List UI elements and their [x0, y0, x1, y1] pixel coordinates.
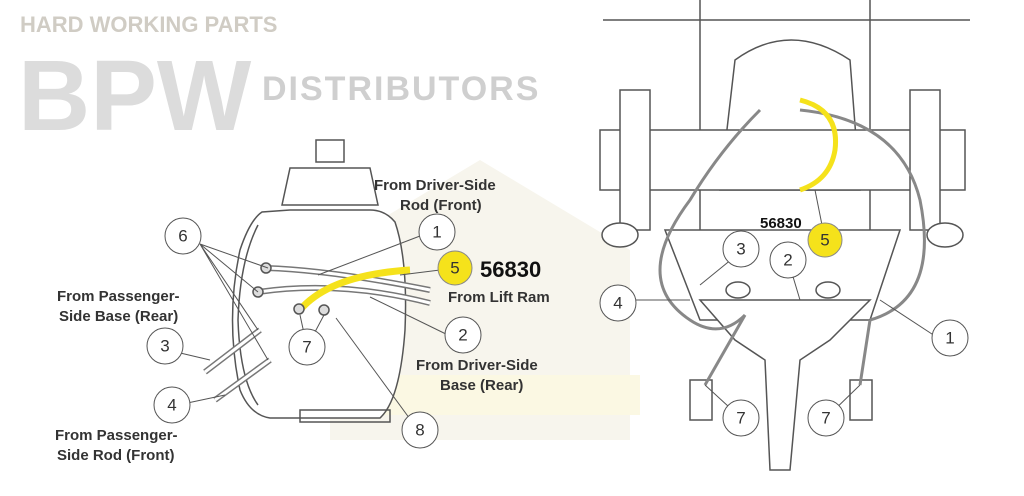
callout-7: 7	[722, 399, 760, 437]
label-driver-base-rear-line2: Base (Rear)	[440, 377, 523, 394]
callout-7-number: 7	[821, 409, 830, 428]
callout-2-number: 2	[458, 326, 467, 345]
left-callouts: 6 1 5 2 3 7 4 8	[146, 213, 482, 449]
callout-3: 3	[722, 230, 760, 268]
part-number-left: 56830	[480, 257, 541, 282]
callout-8: 8	[401, 411, 439, 449]
left-labels: From Driver-Side Rod (Front) 56830 From …	[55, 177, 550, 464]
callout-1: 1	[418, 213, 456, 251]
part-number-right: 56830	[760, 215, 802, 232]
callout-7-number: 7	[302, 338, 311, 357]
callout-4-number: 4	[167, 396, 176, 415]
label-passenger-base-rear-line2: Side Base (Rear)	[59, 308, 178, 325]
callout-8-number: 8	[415, 421, 424, 440]
watermark-house-shape	[330, 160, 630, 440]
watermark-arc-text: HARD WORKING PARTS	[20, 12, 277, 37]
callout-5-number: 5	[820, 231, 829, 250]
callout-4: 4	[153, 386, 191, 424]
callout-7: 7	[288, 328, 326, 366]
callout-7: 7	[807, 399, 845, 437]
callout-2-number: 2	[783, 251, 792, 270]
label-driver-rod-front: From Driver-Side	[374, 177, 496, 194]
callout-2: 2	[769, 241, 807, 279]
callout-1-number: 1	[432, 223, 441, 242]
label-passenger-base-rear: From Passenger-	[57, 288, 180, 305]
highlighted-hose-left	[297, 266, 411, 313]
callout-6: 6	[164, 217, 202, 255]
callout-3-number: 3	[160, 337, 169, 356]
callout-1: 1	[931, 319, 969, 357]
callout-6-number: 6	[178, 227, 187, 246]
callout-3-number: 3	[736, 240, 745, 259]
callout-7-number: 7	[736, 409, 745, 428]
callout-1-number: 1	[945, 329, 954, 348]
watermark-brand: BPW	[18, 40, 252, 152]
pump-assembly	[203, 139, 431, 423]
right-callouts: 56830 5 3 2 4 1 7 7	[599, 215, 969, 437]
callout-4: 4	[599, 284, 637, 322]
label-passenger-rod-front-line2: Side Rod (Front)	[57, 447, 174, 464]
label-driver-rod-front-line2: Rod (Front)	[400, 197, 482, 214]
watermark: HARD WORKING PARTS BPW DISTRIBUTORS	[18, 12, 640, 440]
watermark-sub: DISTRIBUTORS	[262, 70, 540, 108]
label-passenger-rod-front: From Passenger-	[55, 427, 178, 444]
callout-5-number: 5	[450, 259, 459, 278]
vehicle-frame	[599, 0, 970, 471]
label-driver-base-rear: From Driver-Side	[416, 357, 538, 374]
callout-5: 5	[437, 250, 473, 286]
callout-5: 5	[807, 222, 843, 258]
callout-3: 3	[146, 327, 184, 365]
callout-2: 2	[444, 316, 482, 354]
callout-4-number: 4	[613, 294, 622, 313]
highlighted-hose-right	[799, 97, 839, 193]
label-lift-ram: From Lift Ram	[448, 289, 550, 306]
